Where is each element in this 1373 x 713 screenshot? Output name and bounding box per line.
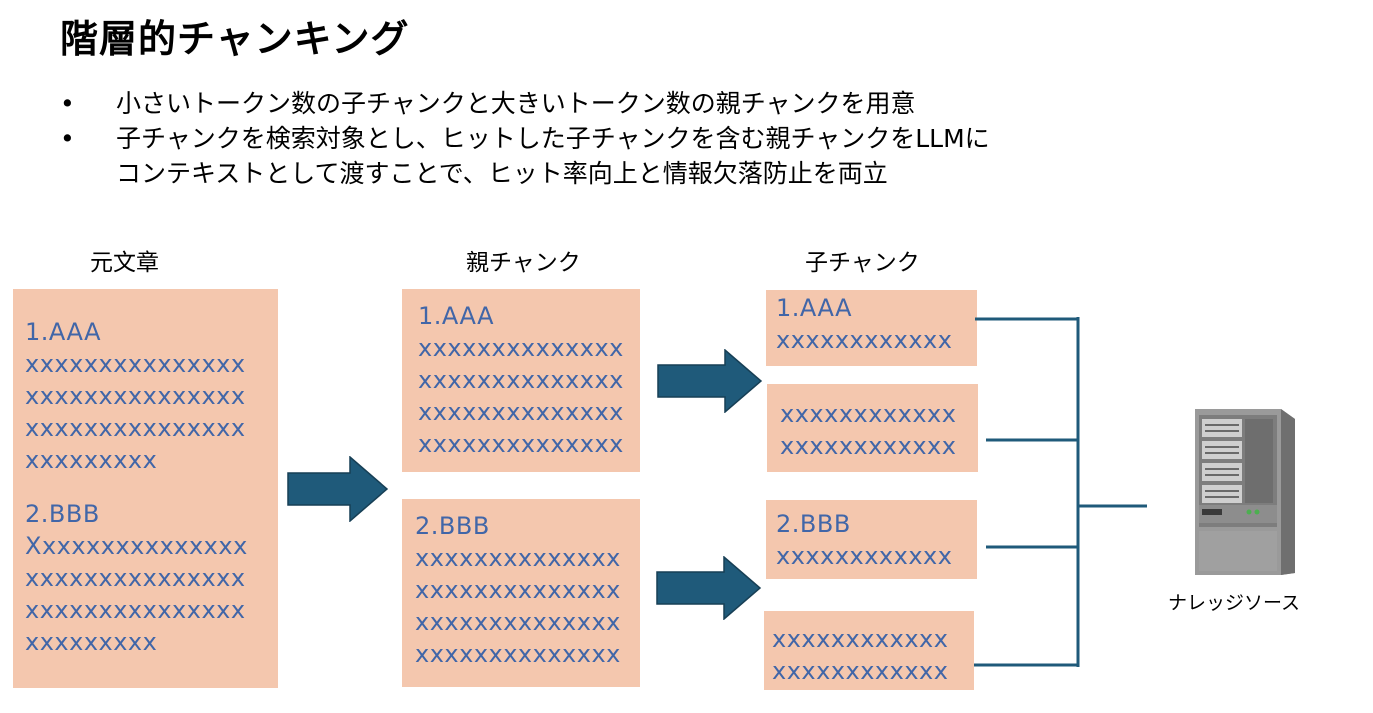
- column-label-source: 元文章: [90, 250, 159, 276]
- text-line: Xxxxxxxxxxxxxxx: [25, 532, 248, 560]
- bullet-dot: •: [60, 124, 75, 153]
- right-arrow-icon: [287, 456, 389, 522]
- bullet-text-line: 子チャンクを検索対象とし、ヒットした子チャンクを含む親チャンクをLLMに: [116, 124, 990, 153]
- chunk-heading: 1.AAA: [418, 302, 494, 330]
- section-heading: 1.AAA: [25, 318, 101, 346]
- column-label-child: 子チャンク: [805, 250, 920, 276]
- bullet-list: • 小さいトークン数の子チャンクと大きいトークン数の親チャンクを用意 • 子チャ…: [58, 86, 990, 191]
- text-line: xxxxxxxxxxxxxxx: [25, 350, 246, 378]
- text-line: xxxxxxxxxxxxxxx: [25, 596, 246, 624]
- text-line: xxxxxxxxxxxxxx: [415, 608, 621, 636]
- child-chunk-box: 2.BBB xxxxxxxxxxxx: [766, 500, 977, 579]
- section-heading: 2.BBB: [25, 500, 100, 528]
- child-chunk-box: xxxxxxxxxxxx xxxxxxxxxxxx: [767, 384, 978, 472]
- column-label-parent: 親チャンク: [466, 250, 581, 276]
- chunk-heading: 2.BBB: [415, 512, 490, 540]
- chunk-heading: 1.AAA: [776, 294, 852, 322]
- text-line: xxxxxxxxx: [25, 628, 158, 656]
- right-arrow-icon: [657, 349, 763, 413]
- source-document-box: 1.AAA xxxxxxxxxxxxxxx xxxxxxxxxxxxxxx xx…: [13, 289, 278, 688]
- text-line: xxxxxxxxxxxxxx: [418, 366, 624, 394]
- text-line: xxxxxxxxxxxx: [776, 326, 953, 354]
- text-line: xxxxxxxxxxxx: [776, 542, 953, 570]
- text-line: xxxxxxxxxxxxxxx: [25, 382, 246, 410]
- parent-chunk-box: 1.AAA xxxxxxxxxxxxxx xxxxxxxxxxxxxx xxxx…: [402, 289, 640, 472]
- bullet-item: • 子チャンクを検索対象とし、ヒットした子チャンクを含む親チャンクをLLMに コ…: [58, 121, 990, 191]
- text-line: xxxxxxxxxxxxxxx: [25, 564, 246, 592]
- server-icon: [1195, 409, 1295, 575]
- right-arrow-icon: [656, 556, 762, 620]
- text-line: xxxxxxxxxxxx: [780, 400, 957, 428]
- child-chunk-box: xxxxxxxxxxxx xxxxxxxxxxxx: [764, 611, 974, 690]
- bullet-text-line: コンテキストとして渡すことで、ヒット率向上と情報欠落防止を両立: [116, 159, 888, 188]
- bullet-item: • 小さいトークン数の子チャンクと大きいトークン数の親チャンクを用意: [58, 86, 990, 121]
- chunk-heading: 2.BBB: [776, 510, 851, 538]
- text-line: xxxxxxxxxxxx: [772, 657, 949, 685]
- text-line: xxxxxxxxxxxx: [772, 625, 949, 653]
- parent-chunk-box: 2.BBB xxxxxxxxxxxxxx xxxxxxxxxxxxxx xxxx…: [402, 499, 640, 687]
- child-chunk-box: 1.AAA xxxxxxxxxxxx: [766, 290, 977, 366]
- bullet-dot: •: [60, 89, 75, 118]
- text-line: xxxxxxxxxxxxxx: [415, 576, 621, 604]
- text-line: xxxxxxxxxxxxxx: [415, 640, 621, 668]
- text-line: xxxxxxxxxxxxxx: [418, 430, 624, 458]
- text-line: xxxxxxxxx: [25, 446, 158, 474]
- page-title: 階層的チャンキング: [60, 17, 410, 61]
- bullet-text-line: 小さいトークン数の子チャンクと大きいトークン数の親チャンクを用意: [116, 89, 916, 118]
- text-line: xxxxxxxxxxxxxx: [418, 398, 624, 426]
- knowledge-source-label: ナレッジソース: [1168, 592, 1301, 614]
- text-line: xxxxxxxxxxxxxxx: [25, 414, 246, 442]
- text-line: xxxxxxxxxxxxxx: [415, 544, 621, 572]
- text-line: xxxxxxxxxxxxxx: [418, 334, 624, 362]
- text-line: xxxxxxxxxxxx: [780, 432, 957, 460]
